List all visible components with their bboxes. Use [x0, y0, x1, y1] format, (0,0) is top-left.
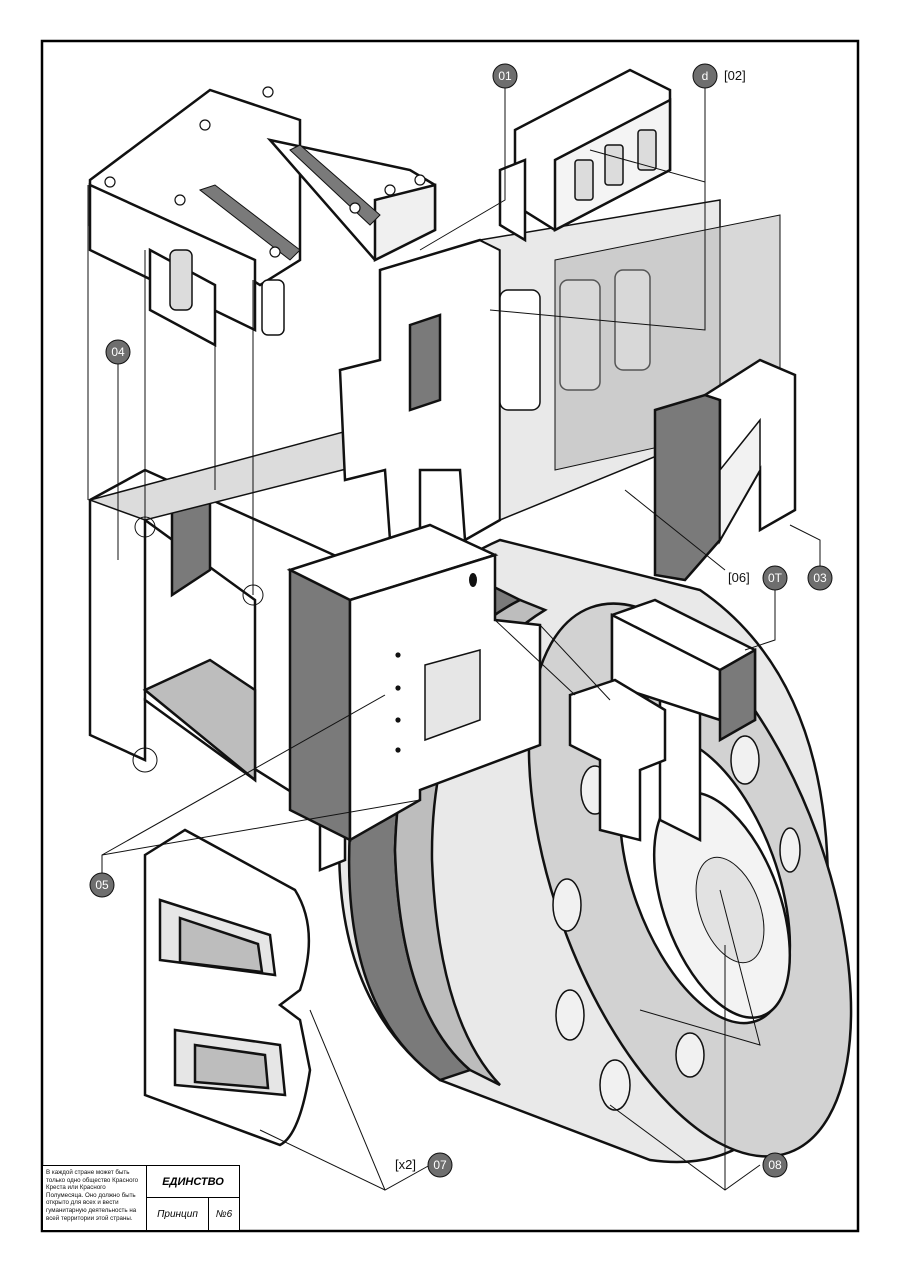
callout-08-label: 08 [768, 1158, 782, 1172]
alignment-markers [132, 516, 264, 773]
callout-03-label: 03 [813, 571, 827, 585]
letter-e-top-block [88, 86, 437, 348]
callout-08: 08 [762, 1152, 788, 1178]
letter-e-block [143, 828, 312, 1147]
callout-07: 07 [x2] [395, 1152, 453, 1178]
title-block: В каждой стране может быть только одно о… [42, 1165, 240, 1231]
sheet-border [40, 39, 860, 1233]
callout-05: 05 [89, 872, 115, 898]
callout-0t-bracket: [06] [728, 570, 750, 585]
title-block-description: В каждой стране может быть только одно о… [43, 1166, 147, 1230]
letter-t-front-block [568, 598, 757, 843]
callout-d-bracket: [02] [724, 68, 746, 83]
callout-d: d [02] [692, 63, 746, 89]
callout-01: 01 [492, 63, 518, 89]
letter-t-mid-block [286, 523, 542, 843]
title-block-principle: Принцип [147, 1198, 209, 1230]
callout-d-label: d [702, 69, 709, 83]
callout-07-label: 07 [433, 1158, 447, 1172]
callout-0t: 0T [06] [728, 565, 788, 591]
callout-07-bracket: [x2] [395, 1157, 416, 1172]
top-b-block [498, 68, 672, 243]
callout-01-label: 01 [498, 69, 512, 83]
title-block-number: №6 [215, 1208, 233, 1220]
leader-lines [87, 88, 821, 1191]
callout-05-label: 05 [95, 878, 109, 892]
callout-04: 04 [105, 339, 131, 365]
callout-03: 03 [807, 565, 833, 591]
callout-04-label: 04 [111, 345, 125, 359]
callout-0t-label: 0T [768, 571, 783, 585]
letter-i-block [653, 358, 797, 582]
title-block-title: ЕДИНСТВО [147, 1166, 239, 1198]
